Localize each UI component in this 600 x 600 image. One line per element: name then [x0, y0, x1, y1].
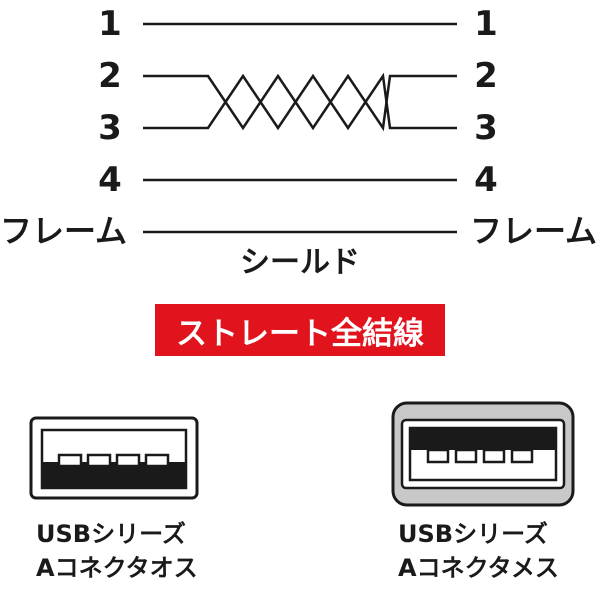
pin-right-4: 4	[474, 160, 498, 200]
usb-a-plug-icon	[29, 416, 199, 500]
frame-label-left: フレーム	[0, 212, 128, 250]
connector-a-caption-line1: USBシリーズ	[36, 520, 186, 548]
pin-left-2: 2	[98, 56, 122, 96]
frame-label-right: フレーム	[470, 212, 598, 250]
connector-b-caption-line1: USBシリーズ	[398, 520, 548, 548]
pin-right-1: 1	[474, 4, 498, 44]
connector-a-caption-line2: Aコネクタオス	[36, 554, 198, 582]
shield-label: シールド	[240, 245, 360, 280]
wiring-title-banner	[155, 304, 445, 356]
wiring-title-text: ストレート全結線	[176, 315, 424, 352]
pin-right-3: 3	[474, 108, 498, 148]
pin-left-4: 4	[98, 160, 122, 200]
connector-b-caption-line2: Aコネクタメス	[398, 554, 559, 582]
wire-pin-3-twisted	[143, 72, 457, 131]
pin-left-1: 1	[98, 4, 122, 44]
usb-a-receptacle-icon	[391, 401, 575, 507]
pin-right-2: 2	[474, 56, 498, 96]
wiring-title: ストレート全結線	[155, 304, 445, 356]
pin-left-3: 3	[98, 108, 122, 148]
wire-pin-2-twisted	[143, 73, 457, 132]
